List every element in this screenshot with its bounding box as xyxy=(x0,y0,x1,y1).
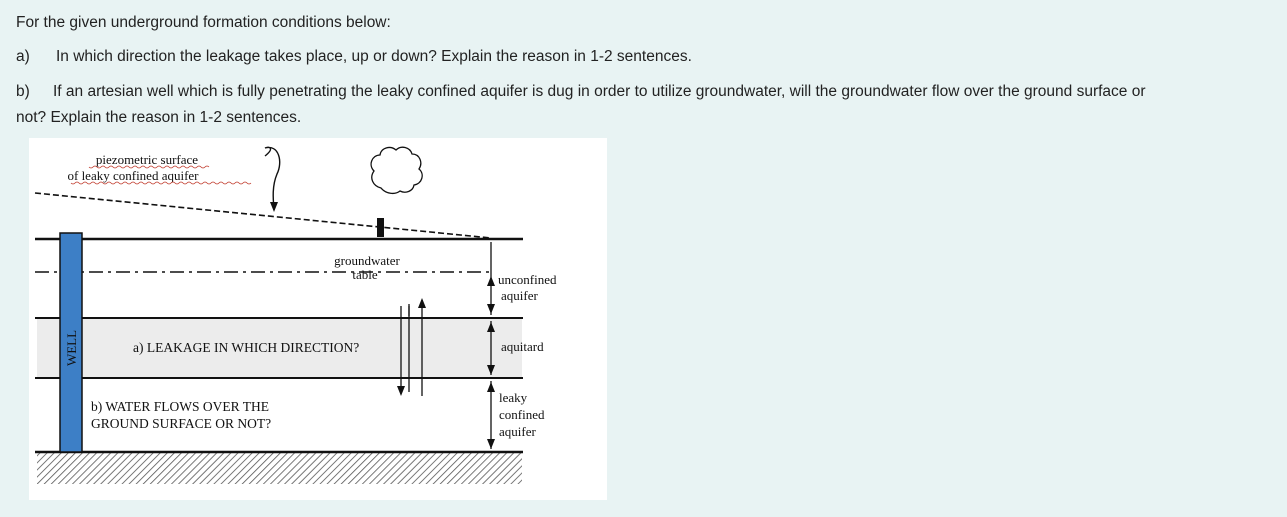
leaky-label-line1: leaky xyxy=(499,390,528,405)
aquitard-label: aquitard xyxy=(501,339,544,354)
part-b-label: b) xyxy=(16,83,30,100)
aquifer-diagram: WELL piezometric surface of leaky confin… xyxy=(29,138,607,500)
aquitard-band xyxy=(37,318,522,378)
part-b-text-line1: If an artesian well which is fully penet… xyxy=(53,83,1146,100)
leaky-label-line3: aquifer xyxy=(499,424,536,439)
question-a-text: a) LEAKAGE IN WHICH DIRECTION? xyxy=(133,340,359,355)
question-b-text-line1: b) WATER FLOWS OVER THE xyxy=(91,399,269,414)
well-casing xyxy=(59,232,83,453)
tree-icon xyxy=(370,146,423,237)
leakage-arrows xyxy=(397,298,426,396)
piezometric-label-line1: piezometric surface xyxy=(96,152,198,167)
part-a-label: a) xyxy=(16,48,30,65)
piezometric-label-line2: of leaky confined aquifer xyxy=(67,168,199,183)
groundwater-label-line1: groundwater xyxy=(334,253,400,268)
well-label: WELL xyxy=(64,330,79,366)
thickness-arrows xyxy=(487,242,495,449)
part-b-text-line2: not? Explain the reason in 1-2 sentences… xyxy=(16,109,302,126)
part-a-text: In which direction the leakage takes pla… xyxy=(56,48,692,65)
question-intro: For the given underground formation cond… xyxy=(16,14,391,31)
question-b-text-line2: GROUND SURFACE OR NOT? xyxy=(91,416,271,431)
bedrock-hatch xyxy=(37,452,522,484)
groundwater-label-line2: table xyxy=(352,267,377,282)
piezometric-surface-line xyxy=(34,192,492,239)
leaky-label-line2: confined xyxy=(499,407,545,422)
unconfined-label-line2: aquifer xyxy=(501,288,538,303)
question-part-b: b) If an artesian well which is fully pen… xyxy=(16,82,1271,102)
question-part-a: a) In which direction the leakage takes p… xyxy=(16,47,692,67)
unconfined-label-line1: unconfined xyxy=(498,272,557,287)
piezometric-pointer xyxy=(264,146,281,211)
